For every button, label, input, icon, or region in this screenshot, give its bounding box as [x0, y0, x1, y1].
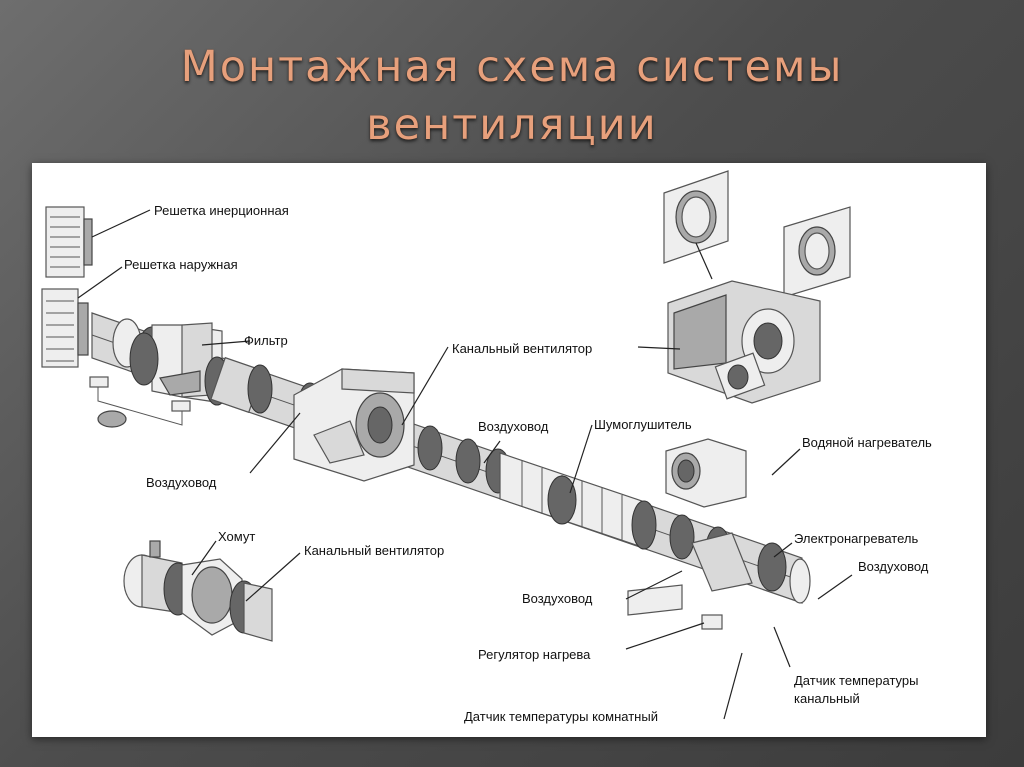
control-parts-illustration	[89, 376, 723, 630]
label-electric-heater: Электронагреватель	[794, 531, 918, 546]
leader-lines	[77, 209, 853, 720]
inertial-grille-illustration	[45, 206, 93, 278]
water-heater-illustration	[665, 438, 747, 508]
right-duct-illustration	[669, 514, 811, 604]
ventilation-diagram: Решетка инерционная Решетка наружная Фил…	[41, 170, 932, 724]
label-grille-outdoor: Решетка наружная	[124, 257, 238, 272]
diagram-panel: Решетка инерционная Решетка наружная Фил…	[32, 163, 986, 737]
slide-title-line-2: вентиляции	[366, 100, 658, 150]
label-filter: Фильтр	[244, 333, 288, 348]
label-temp-sensor-duct-line-1: Датчик температуры	[794, 673, 918, 688]
label-grille-inertial: Решетка инерционная	[154, 203, 289, 218]
label-temp-sensor-room: Датчик температуры комнатный	[464, 709, 658, 724]
label-duct-bottom: Воздуховод	[522, 591, 593, 606]
label-duct-left: Воздуховод	[146, 475, 217, 490]
label-heat-regulator: Регулятор нагрева	[478, 647, 591, 662]
slide-title: Монтажная схема системы вентиляции	[0, 38, 1024, 154]
label-water-heater: Водяной нагреватель	[802, 435, 932, 450]
label-duct-middle: Воздуховод	[478, 419, 549, 434]
outdoor-grille-illustration	[41, 288, 89, 368]
slide-title-line-1: Монтажная схема системы	[180, 42, 844, 92]
label-temp-sensor-duct-line-2: канальный	[794, 691, 860, 706]
label-duct-fan-bottom: Канальный вентилятор	[304, 543, 444, 558]
duct-fan-box-illustration	[293, 368, 415, 482]
label-duct-fan-top: Канальный вентилятор	[452, 341, 592, 356]
bottom-left-fan-illustration	[123, 540, 273, 642]
top-right-fan-assembly-illustration	[663, 170, 851, 404]
silencer-illustration	[499, 452, 657, 550]
label-silencer: Шумоглушитель	[594, 417, 692, 432]
label-duct-right: Воздуховод	[858, 559, 929, 574]
label-clamp: Хомут	[218, 529, 255, 544]
